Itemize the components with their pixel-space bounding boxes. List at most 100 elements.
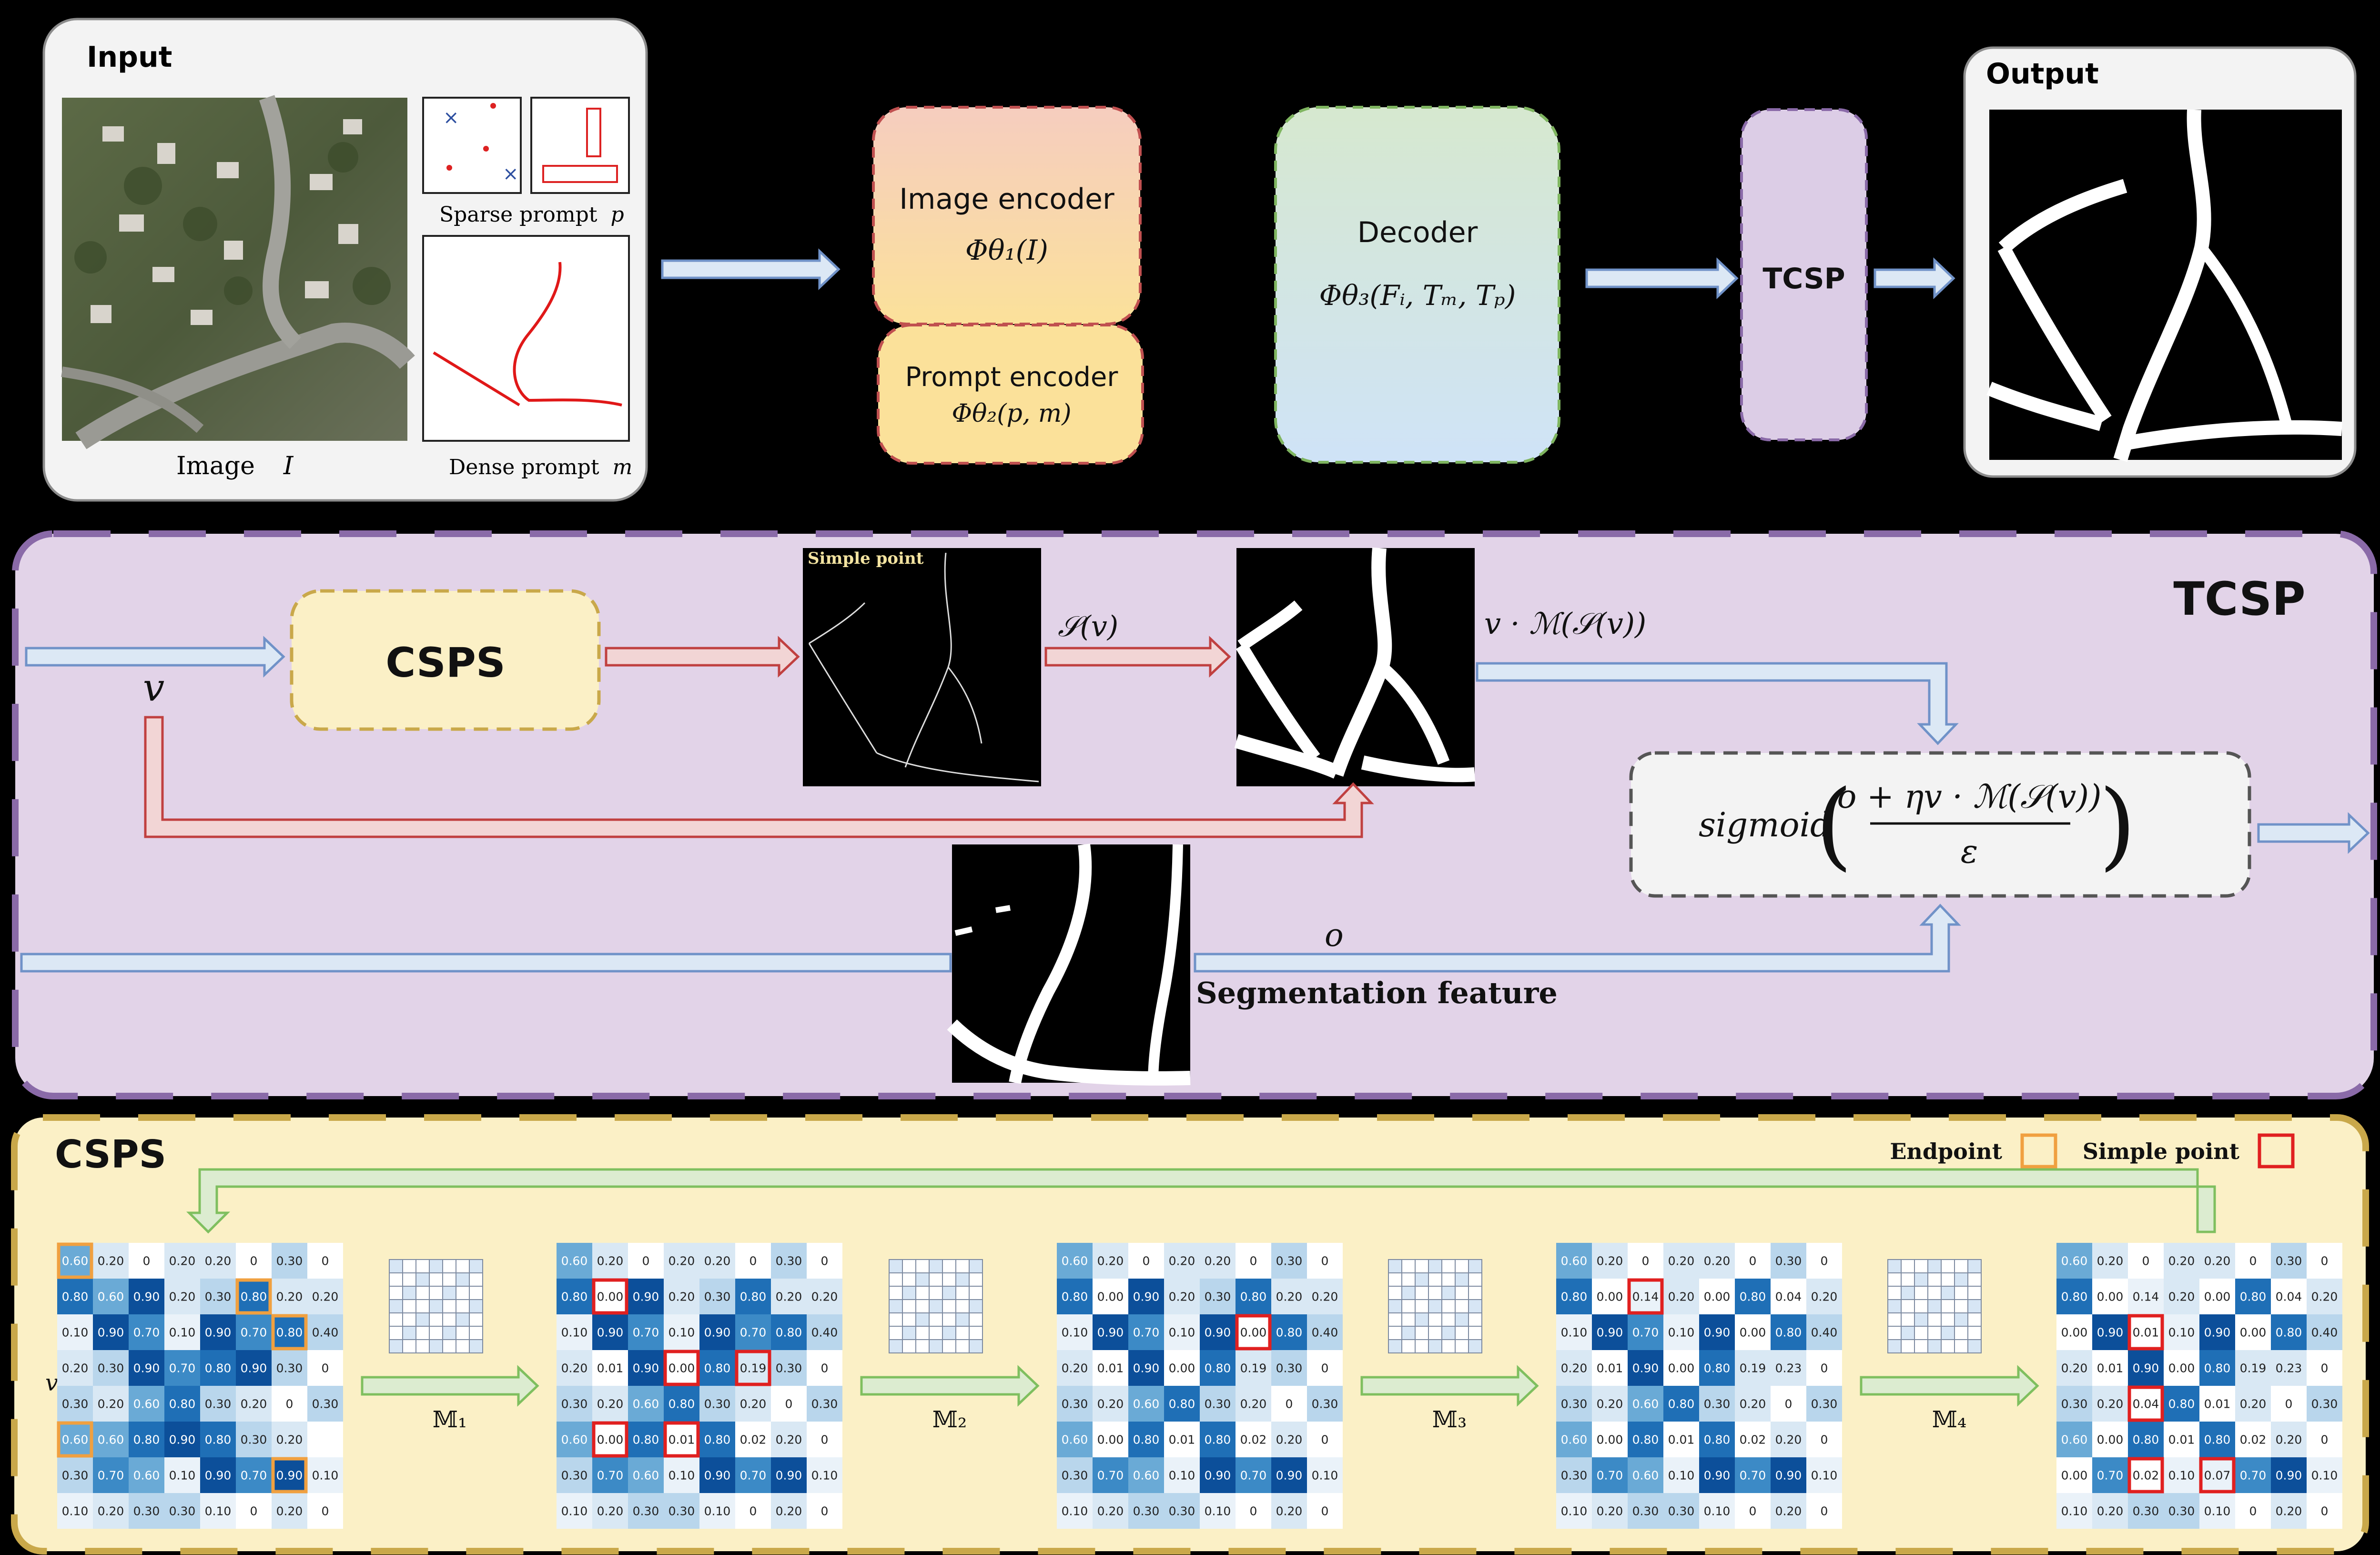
matrix-cell <box>1128 1386 1164 1422</box>
matrix-cell-value: 0.70 <box>241 1326 267 1340</box>
matrix-cell <box>699 1314 735 1350</box>
matrix-cell <box>1663 1457 1699 1493</box>
formula-numerator: o + ηv · ℳ(𝒮(v)) <box>1837 778 2101 816</box>
matrix-cell-value: 0.80 <box>241 1290 267 1304</box>
matrix-cell-value: 0.30 <box>776 1254 802 1268</box>
mask-label-4: 𝕄₄ <box>1932 1406 1966 1433</box>
tcsp-panel: TCSP v CSPS Simple point 𝒮(v) <box>12 530 2377 1099</box>
matrix-cell <box>129 1350 164 1386</box>
matrix-cell-value: 0.30 <box>2276 1254 2302 1268</box>
matrix-cell <box>129 1493 164 1529</box>
matrix-cell-value: 0.70 <box>1740 1469 1766 1483</box>
matrix-cell-value: 0.70 <box>241 1469 267 1483</box>
matrix-cell-value: 0.10 <box>169 1469 196 1483</box>
matrix-cell <box>272 1493 307 1529</box>
matrix-cell-value: 0 <box>2249 1504 2257 1518</box>
matrix-cell-value: 0.70 <box>1632 1326 1659 1340</box>
matrix-cell <box>1057 1243 1093 1279</box>
matrix-cell-value: 0.10 <box>1062 1326 1088 1340</box>
matrix-cell <box>307 1386 343 1422</box>
matrix-cell <box>1592 1279 1628 1314</box>
matrix-cell <box>93 1386 129 1422</box>
matrix-cell-value: 0.01 <box>668 1433 695 1447</box>
matrix-cell-value: 0.00 <box>2097 1433 2124 1447</box>
matrix-cell <box>93 1350 129 1386</box>
matrix-cell-value: 0.20 <box>1276 1433 1303 1447</box>
matrix-cell <box>1771 1422 1806 1457</box>
matrix-cell-value: 0.20 <box>2097 1504 2124 1518</box>
matrix-cell-value: 0 <box>322 1504 329 1518</box>
matrix-cell <box>1128 1279 1164 1314</box>
matrix-cell-value: 0.30 <box>133 1504 160 1518</box>
matrix-cell-value: 0.30 <box>98 1362 124 1375</box>
matrix-cell <box>2056 1493 2092 1529</box>
matrix-cell-value: 0.20 <box>1097 1254 1124 1268</box>
matrix-cell-value: 0 <box>250 1504 258 1518</box>
arrow-step-2 <box>860 1365 1040 1407</box>
matrix-cell-value: 0.30 <box>2311 1397 2338 1411</box>
matrix-cell <box>1699 1386 1735 1422</box>
matrix-cell <box>735 1386 771 1422</box>
prompt-encoder-box: Prompt encoder Φθ₂(p, m) <box>877 324 1144 465</box>
simple-point-label: Simple point <box>808 549 924 568</box>
tcsp-panel-title: TCSP <box>2173 572 2305 626</box>
matrix-cell <box>735 1243 771 1279</box>
matrix-cell <box>1093 1279 1128 1314</box>
matrix-cell-value: 0.04 <box>1775 1290 1802 1304</box>
matrix-cell <box>1271 1314 1307 1350</box>
matrix-cell <box>557 1386 592 1422</box>
matrix-cell <box>164 1457 200 1493</box>
matrix-cell <box>1307 1493 1343 1529</box>
matrix-cell-value: 0.00 <box>1097 1290 1124 1304</box>
matrix-cell <box>2164 1493 2199 1529</box>
matrix-cell <box>272 1279 307 1314</box>
matrix-cell <box>2199 1314 2235 1350</box>
matrix-cell-value: 0.30 <box>2061 1397 2088 1411</box>
matrix-cell <box>1771 1350 1806 1386</box>
matrix-cell-value: 0.20 <box>1062 1362 1088 1375</box>
matrix-cell-value: 0.04 <box>2276 1290 2302 1304</box>
matrix-cell-value: 0.20 <box>1597 1504 1623 1518</box>
matrix-cell-value: 0.10 <box>1811 1469 1838 1483</box>
matrix-cell <box>1556 1350 1592 1386</box>
endpoint-highlight <box>271 1457 308 1494</box>
matrix-cell <box>735 1314 771 1350</box>
matrix-cell-value: 0.80 <box>2204 1362 2231 1375</box>
matrix-cell-value: 0.30 <box>561 1397 588 1411</box>
matrix-cell-value: 0.30 <box>704 1290 731 1304</box>
matrix-cell-value: 0.80 <box>133 1433 160 1447</box>
matrix-cell <box>2235 1243 2271 1279</box>
matrix-cell-value: 0.20 <box>1169 1290 1195 1304</box>
simple-point-highlight <box>2127 1314 2164 1351</box>
arrow-feedback-loop <box>186 1168 2216 1234</box>
matrix-cell-value: 0.00 <box>1240 1326 1267 1340</box>
matrix-cell <box>57 1279 93 1314</box>
matrix-cell <box>557 1457 592 1493</box>
matrix-cell <box>628 1279 664 1314</box>
simple-point-image <box>803 548 1041 786</box>
matrix-cell-value: 0.80 <box>2168 1397 2195 1411</box>
v-times-m-label: v · ℳ(𝒮(v)) <box>1484 606 1646 641</box>
matrix-cell <box>93 1314 129 1350</box>
matrix-cell <box>1236 1457 1271 1493</box>
matrix-cell <box>557 1422 592 1457</box>
matrix-cell <box>2128 1314 2164 1350</box>
matrix-cell-value: 0.60 <box>561 1254 588 1268</box>
matrix-cell-value: 0.90 <box>276 1469 303 1483</box>
matrix-cell <box>1806 1457 1842 1493</box>
matrix-cell <box>272 1243 307 1279</box>
simple-point-highlight <box>2127 1385 2164 1422</box>
sparse-prompt-points: × × <box>422 97 522 194</box>
matrix-cell-value: 0.30 <box>1205 1290 1231 1304</box>
matrix-cell-value: 0.00 <box>1740 1326 1766 1340</box>
mask-grid-3: 𝕄₃ <box>1360 1259 1539 1433</box>
matrix-cell-value: 0.60 <box>561 1433 588 1447</box>
matrix-cell-value: 0 <box>1143 1254 1150 1268</box>
matrix-cell-value: 0.60 <box>2061 1254 2088 1268</box>
matrix-cell-value: 0.20 <box>169 1290 196 1304</box>
matrix-cell <box>2235 1386 2271 1422</box>
matrix-cell-value: 0 <box>1821 1362 1828 1375</box>
